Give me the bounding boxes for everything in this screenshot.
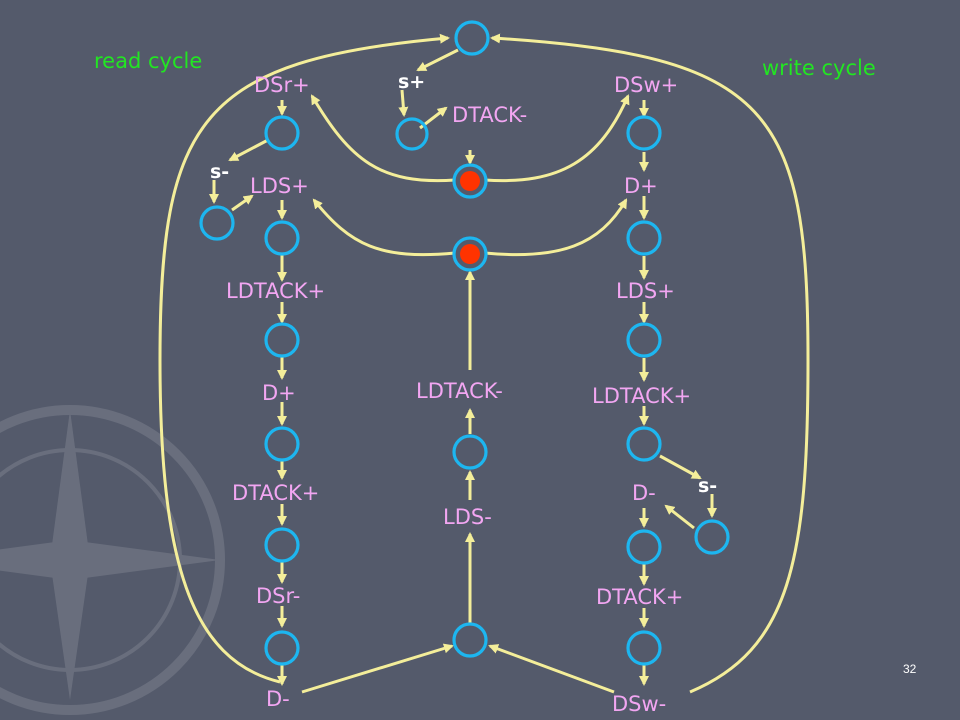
place-bottom: [452, 622, 488, 658]
place-read-2: [264, 220, 300, 256]
place-token-1: [452, 163, 488, 199]
arc-wsminus-to-dminus: [664, 504, 695, 530]
place-write-4: [626, 426, 662, 462]
label-read-d-minus: D-: [266, 687, 290, 711]
arc-token1-to-dsrplus: [310, 94, 456, 183]
place-read-s: [199, 205, 235, 241]
place-write-1: [626, 115, 662, 151]
label-read-d-plus: D+: [262, 381, 296, 405]
token-2: [460, 244, 480, 264]
label-write-d-minus: D-: [632, 481, 656, 505]
arc-token1-to-dswplus: [484, 94, 630, 183]
label-read-lds-plus: LDS+: [250, 174, 309, 198]
place-write-5: [626, 529, 662, 565]
place-read-3: [264, 322, 300, 358]
label-read-dsr-plus: DSr+: [254, 73, 310, 97]
page-number: 32: [903, 662, 917, 676]
label-ldtack-minus: LDTACK-: [416, 379, 503, 403]
label-write-dtack-plus: DTACK+: [596, 585, 683, 609]
place-write-2: [626, 220, 662, 256]
place-mid-ldtack: [452, 434, 488, 470]
arc-token2-to-wdplus: [484, 198, 628, 257]
label-write-dsw-plus: DSw+: [614, 73, 678, 97]
label-read-dtack-plus: DTACK+: [232, 481, 319, 505]
label-write-dsw-minus: DSw-: [612, 692, 666, 716]
place-dtack-minus: [395, 117, 429, 151]
label-s-plus: s+: [398, 71, 425, 93]
labels: read cycle write cycle s+ DTACK- LDTACK-…: [94, 49, 917, 716]
label-write-d-plus: D+: [624, 174, 658, 198]
compass-watermark-icon: [0, 405, 225, 715]
arc-top-to-splus: [416, 48, 459, 72]
place-write-6: [626, 630, 662, 666]
arc-write-loop: [490, 33, 810, 694]
arc-read-loop: [158, 33, 450, 684]
place-read-6: [264, 630, 300, 666]
places: [199, 20, 730, 666]
place-top: [454, 20, 490, 56]
label-dtack-minus: DTACK-: [452, 103, 527, 127]
place-token-2: [452, 236, 488, 272]
arc-token2-to-ldsplus: [312, 198, 456, 257]
label-write-lds-plus: LDS+: [616, 279, 675, 303]
place-write-3: [626, 322, 662, 358]
arc-splus-to-dtackminus: [398, 89, 409, 117]
place-read-1: [264, 115, 300, 151]
label-lds-minus: LDS-: [443, 505, 492, 529]
write-cycle-title: write cycle: [762, 56, 876, 80]
place-read-4: [264, 426, 300, 462]
place-write-s: [694, 519, 730, 555]
arc-dswminus-to-bottom: [488, 644, 615, 694]
arc-wp4-to-sminus: [659, 454, 702, 480]
label-read-dsr-minus: DSr-: [256, 584, 300, 608]
arc-dminus-to-bottom: [301, 643, 454, 694]
arcs: [158, 33, 810, 694]
label-read-s-minus: s-: [210, 161, 229, 183]
label-read-ldtack-plus: LDTACK+: [226, 279, 325, 303]
token-1: [460, 171, 480, 191]
label-write-ldtack-plus: LDTACK+: [592, 384, 691, 408]
arc-rp1-to-sminus: [228, 138, 269, 162]
label-write-s-minus: s-: [698, 475, 717, 497]
place-read-5: [264, 527, 300, 563]
read-cycle-title: read cycle: [94, 49, 202, 73]
arc-sminus-to-ldsplus: [231, 194, 254, 212]
